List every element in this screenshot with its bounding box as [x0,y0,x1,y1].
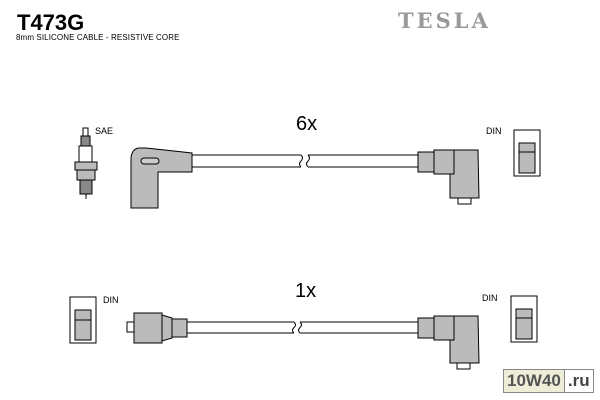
watermark-suffix: .ru [563,370,593,392]
straight-boot-left-2 [126,312,188,344]
end-type-label: DIN [486,126,502,136]
din-terminal-icon [510,295,538,343]
angled-boot-right-2 [417,315,480,370]
din-terminal-icon [69,296,97,344]
watermark: 10W40 .ru [503,369,594,393]
angled-boot-right-1 [417,149,480,205]
end-type-label: SAE [95,126,114,136]
cable-line-2 [187,321,418,334]
din-terminal-icon [513,129,541,177]
end-type-label: DIN [103,295,119,305]
angled-boot-left-1 [130,147,193,209]
spark-plug-icon [74,127,98,199]
watermark-main: 10W40 [504,370,564,392]
cable-quantity: 1x [295,280,317,302]
part-number: T473G [17,10,85,35]
cable-quantity: 6x [296,113,318,135]
brand-logo: TESLA [398,8,491,33]
end-type-label: DIN [482,293,498,303]
cable-description: 8mm SILICONE CABLE - RESISTIVE CORE [16,33,180,42]
cable-line-1 [192,154,418,168]
